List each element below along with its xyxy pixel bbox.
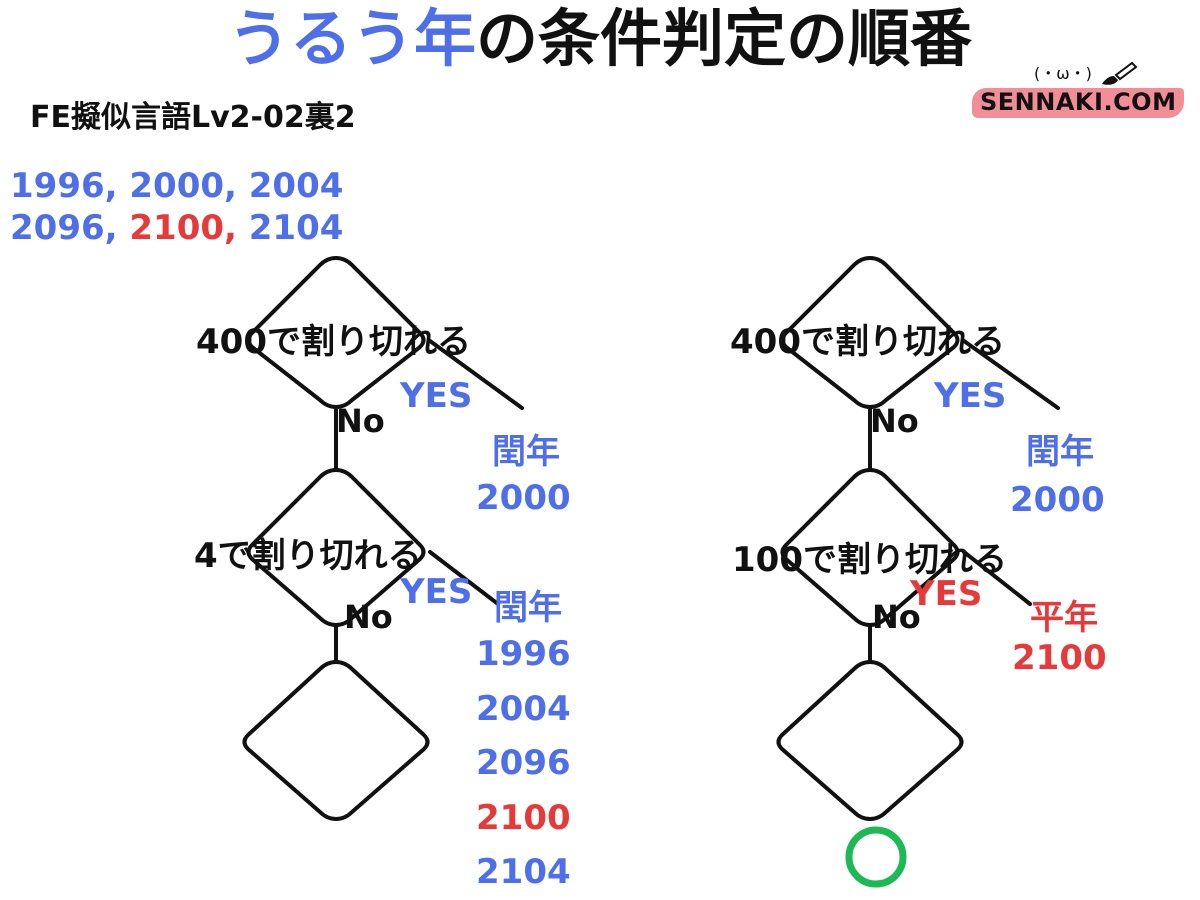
logo-brush-band <box>972 88 1184 118</box>
left-condition-400: 400で割り切れる <box>196 322 471 362</box>
right-result-1-year: 2000 <box>1010 480 1105 520</box>
green-circle-marker <box>845 826 907 888</box>
right-yes-line-2 <box>962 550 1032 606</box>
left-result-1-year: 2000 <box>476 478 571 518</box>
right-result-1-label: 閏年 <box>1026 432 1094 472</box>
right-condition-100: 100で割り切れる <box>732 540 1007 580</box>
left-no-label-2: No <box>344 598 393 636</box>
left-condition-4: 4で割り切れる <box>194 536 422 576</box>
year-group-a: 2096, <box>10 208 130 248</box>
title-rest: の条件判定の順番 <box>476 2 973 75</box>
right-decision-3 <box>776 660 964 821</box>
logo-text: SENNAKI.COM <box>980 88 1177 116</box>
left-result-2-year-1996: 1996 <box>476 634 571 674</box>
left-result-1-label: 閏年 <box>492 432 560 472</box>
left-yes-label-2: YES <box>400 572 473 612</box>
paintbrush-icon <box>1102 61 1138 85</box>
left-result-2-label: 閏年 <box>494 588 562 628</box>
left-result-2-year-2104: 2104 <box>476 852 571 892</box>
years-line-1: 1996, 2000, 2004 <box>10 166 344 206</box>
right-result-2-label: 平年 <box>1030 598 1098 638</box>
right-yes-line-1 <box>962 339 1060 410</box>
left-yes-label-1: YES <box>400 376 473 416</box>
right-result-2-year: 2100 <box>1012 638 1107 678</box>
logo-face: (・ω・) <box>1034 64 1092 83</box>
left-result-2-year-2096: 2096 <box>476 743 571 783</box>
years-line-2: 2096, 2100, 2104 <box>10 208 343 248</box>
title-accent: うるう年 <box>227 2 476 75</box>
right-condition-400: 400で割り切れる <box>730 322 1005 362</box>
left-result-2-year-2004: 2004 <box>476 689 571 729</box>
year-group-c: 2104 <box>236 208 344 248</box>
left-result-2-year-2100: 2100 <box>476 798 571 838</box>
right-no-label-2: No <box>872 598 921 636</box>
subtitle: FE擬似言語Lv2-02裏2 <box>30 100 356 135</box>
sennaki-logo: SENNAKI.COM (・ω・) <box>972 60 1184 126</box>
right-yes-label-2: YES <box>910 574 983 614</box>
left-yes-line-1 <box>428 339 524 410</box>
page-title: うるう年の条件判定の順番 <box>0 8 1200 70</box>
left-yes-line-2 <box>428 550 500 606</box>
right-yes-label-1: YES <box>934 376 1007 416</box>
left-no-label-1: No <box>336 402 385 440</box>
right-no-label-1: No <box>870 402 919 440</box>
year-2100-highlight: 2100, <box>129 208 237 248</box>
left-decision-3 <box>242 660 430 821</box>
